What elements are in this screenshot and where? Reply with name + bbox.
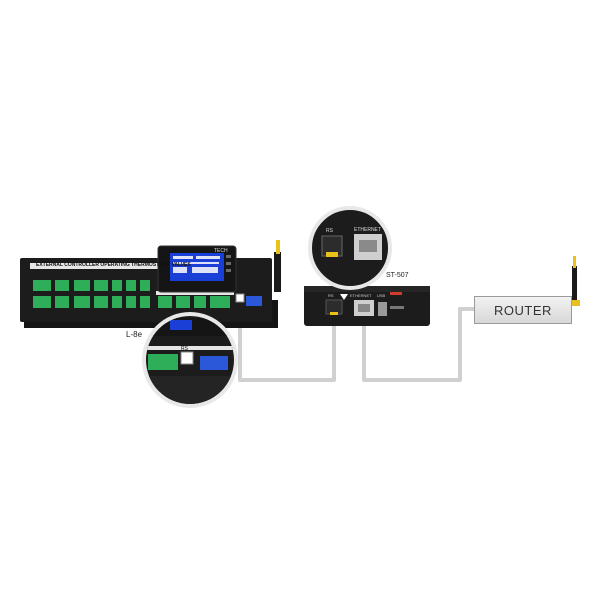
module-port-ethernet-label: ETHERNET xyxy=(350,293,372,298)
rs-cable xyxy=(238,302,336,382)
controller-model-label: L-8e xyxy=(126,330,143,339)
controller-brand-label: TECH xyxy=(214,248,228,254)
controller-l8e xyxy=(20,240,281,328)
router-antenna xyxy=(568,256,580,306)
router-box: ROUTER xyxy=(474,296,572,324)
module-zoom xyxy=(308,206,392,290)
controller-zoom xyxy=(142,312,238,408)
router-label: ROUTER xyxy=(494,302,552,318)
ethernet-cable xyxy=(362,307,474,382)
module-st507 xyxy=(304,286,430,326)
module-port-rs-label: RS xyxy=(328,293,334,298)
module-model-label: ST-507 xyxy=(386,272,409,279)
zoom-port-ethernet-label: ETHERNET xyxy=(354,227,381,233)
zoom-port-rs-label: RS xyxy=(326,228,333,234)
controller-header-label: EXTERNAL CONTROLLER OPERATING THERMOSTAT… xyxy=(36,262,191,268)
module-port-usb-label: USB xyxy=(377,293,386,298)
zoom-controller-rs-label: RS xyxy=(181,346,188,352)
